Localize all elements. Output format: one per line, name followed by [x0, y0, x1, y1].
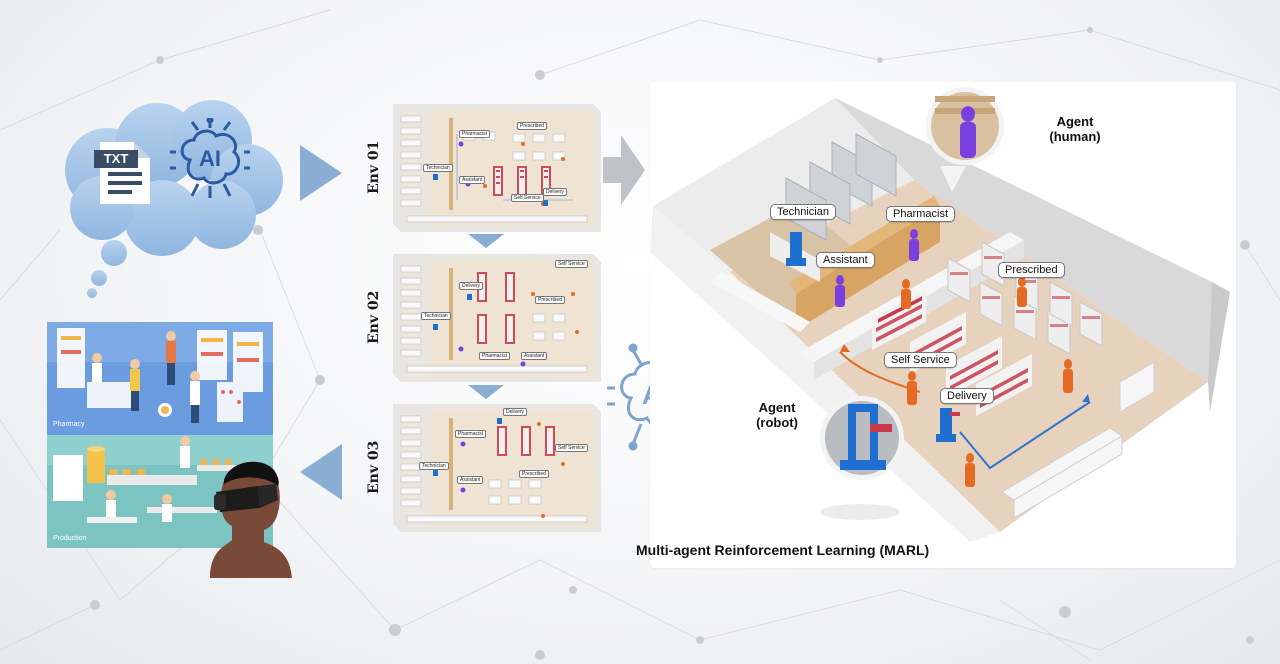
marl-caption: Multi-agent Reinforcement Learning (MARL… — [636, 542, 930, 558]
pharmacy-scene-panel: Technician Pharmacist Assistant Prescrib… — [650, 82, 1236, 568]
ai-chip-icon: AI — [168, 116, 252, 202]
env-label-01: Env 01 — [366, 140, 382, 194]
env03-tag-self-service: Self Service — [555, 444, 588, 452]
arrow-right-icon — [300, 145, 342, 201]
env-label-02: Env 02 — [366, 290, 382, 344]
env03-tag-pharmacist: Pharmacist — [455, 430, 487, 438]
txt-badge: TXT — [94, 150, 138, 168]
agent-human-label: Agent (human) — [1040, 114, 1110, 144]
document-icon: TXT — [94, 138, 156, 208]
pharmacy-label: Pharmacy — [53, 421, 85, 428]
env01-tag-pharmacist: Pharmacist — [459, 130, 491, 138]
env-02-floorplan: Self Service Delivery Prescribed Technic… — [393, 254, 601, 382]
env-03-floorplan: Delivery Pharmacist Self Service Technic… — [393, 404, 601, 532]
scene-tag-pharmacist: Pharmacist — [886, 206, 956, 222]
env02-tag-self-service: Self Service — [555, 260, 588, 268]
env-01-floorplan: Pharmacist Prescribed Technician Assista… — [393, 104, 601, 232]
arrow-right-gray-icon — [603, 135, 645, 205]
env01-tag-prescribed: Prescribed — [517, 122, 547, 130]
agent-robot-line2: (robot) — [756, 415, 798, 430]
vr-headset-person — [210, 461, 292, 578]
agent-human-line1: Agent — [1056, 114, 1094, 129]
scene-tag-assistant: Assistant — [816, 252, 875, 268]
env02-tag-technician: Technician — [421, 312, 451, 320]
agent-human-line2: (human) — [1049, 129, 1101, 144]
agent-robot-line1: Agent — [758, 400, 796, 415]
pharmacy-3d-render — [650, 87, 1230, 542]
arrow-left-icon — [300, 444, 342, 500]
env02-tag-assistant: Assistant — [521, 352, 548, 360]
ai-chip-text: AI — [199, 146, 221, 171]
env01-tag-assistant: Assistant — [459, 176, 486, 184]
arrow-down-icon — [468, 234, 504, 248]
env02-tag-prescribed: Prescribed — [535, 296, 565, 304]
scene-tag-prescribed: Prescribed — [998, 262, 1065, 278]
env01-tag-self-service: Self Service — [511, 194, 544, 202]
pharmacy-illustration-panel: Pharmacy — [47, 322, 273, 435]
env-label-03: Env 03 — [366, 440, 382, 494]
env03-tag-delivery: Delivery — [503, 408, 528, 416]
arrow-down-icon — [468, 385, 504, 399]
env03-tag-assistant: Assistant — [457, 476, 484, 484]
scene-tag-delivery: Delivery — [940, 388, 994, 404]
scene-tag-technician: Technician — [770, 204, 836, 220]
env01-tag-technician: Technician — [423, 164, 453, 172]
env02-tag-delivery: Delivery — [459, 282, 484, 290]
env03-tag-technician: Technician — [419, 462, 449, 470]
env03-tag-prescribed: Prescribed — [519, 470, 549, 478]
production-label: Production — [53, 535, 87, 542]
env01-tag-delivery: Delivery — [543, 188, 568, 196]
env02-tag-pharmacist: Pharmacist — [479, 352, 511, 360]
agent-robot-label: Agent (robot) — [742, 400, 812, 430]
scene-tag-self-service: Self Service — [884, 352, 957, 368]
